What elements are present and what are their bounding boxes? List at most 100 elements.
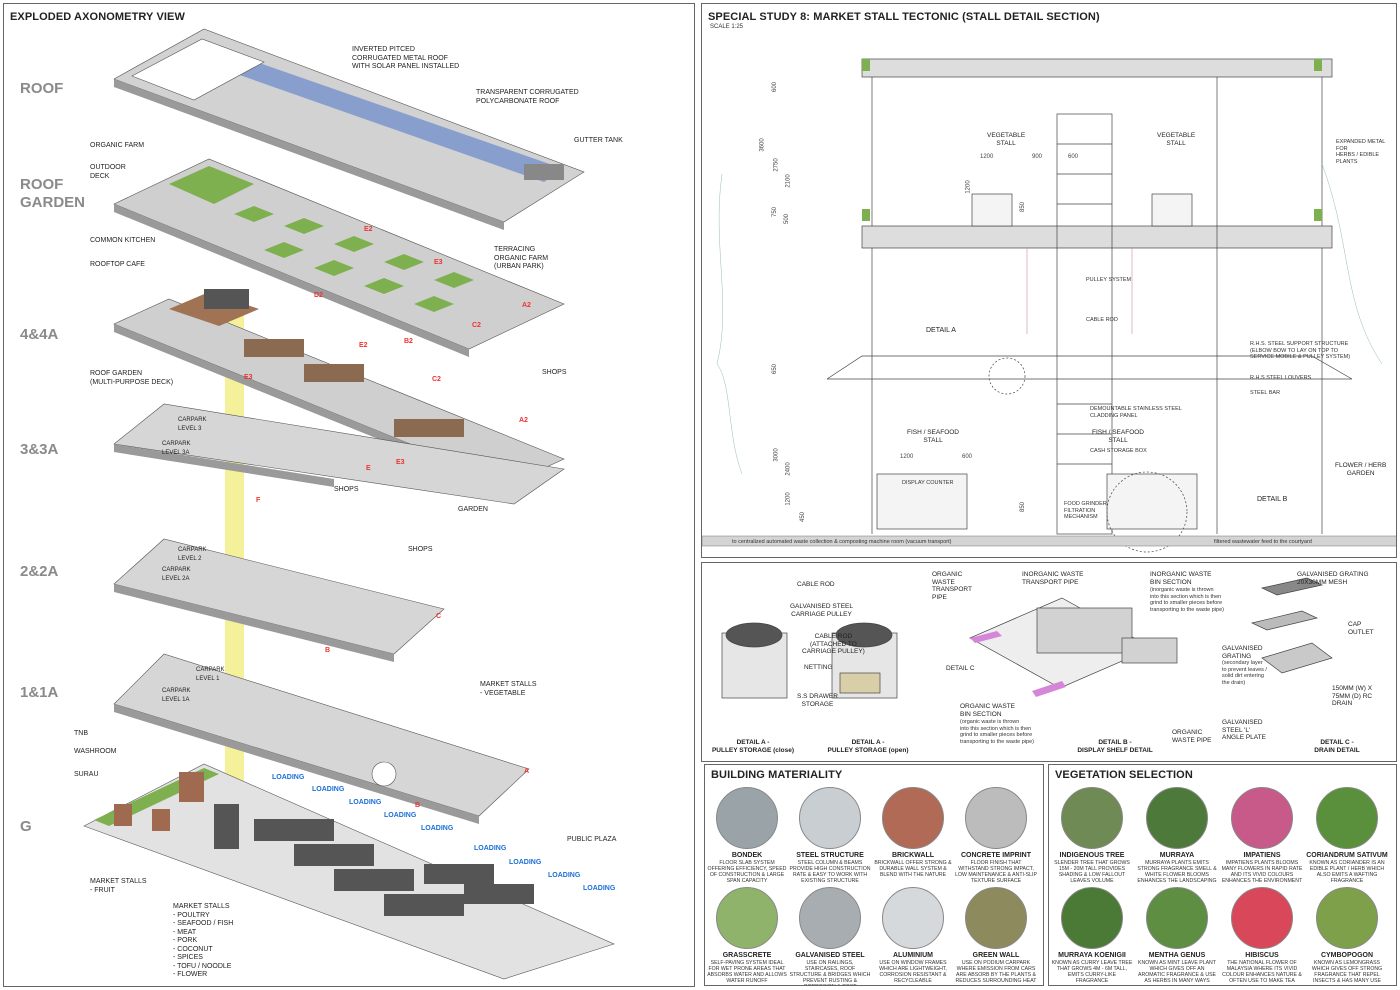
entry-arrow: E2 (364, 226, 373, 233)
material-swatch (716, 887, 778, 949)
loading-label: LOADING (349, 799, 382, 806)
plant-name: MURRAYA KOENIGII (1058, 952, 1126, 959)
plant-name: CYMBOPOGON (1320, 952, 1374, 959)
label-netting: NETTING (804, 664, 833, 671)
label-carpark-2a: CARPARK LEVEL 2A (162, 567, 191, 582)
tag-steel-bar: STEEL BAR (1250, 390, 1281, 396)
label-organic-bin: ORGANIC WASTE BIN SECTION (960, 703, 1016, 718)
material-name: GREEN WALL (972, 952, 1020, 959)
tag-fish-stall: FISH / SEAFOOD STALL (1092, 429, 1145, 444)
dim-label: 2100 (785, 174, 792, 188)
label-inorganic-note: (inorganic waste is thrown into this sec… (1150, 587, 1224, 613)
ground-slab (83, 763, 615, 980)
level-1-slab (113, 653, 530, 824)
details-drawing (721, 577, 1333, 699)
tag-detail-a: DETAIL A (926, 327, 956, 334)
roof-garden-slab (113, 158, 565, 357)
plant-name: IMPATIENS (1243, 852, 1281, 859)
label-organic-note: (organic waste is thrown into this secti… (960, 719, 1034, 745)
loading-label: LOADING (421, 825, 454, 832)
label-organic-pipe: ORGANIC WASTE TRANSPORT PIPE (932, 571, 972, 601)
label-shops-3: SHOPS (334, 486, 359, 493)
dim-label: 650 (772, 363, 779, 375)
plant-desc: KNOWN AS CORIANDER IS AN EDIBLE PLANT / … (1309, 860, 1385, 884)
loading-label: LOADING (384, 812, 417, 819)
entry-arrow: E (366, 465, 371, 472)
level-3-slab (113, 403, 565, 505)
label-shops-4: SHOPS (542, 369, 567, 376)
axonometry-panel: EXPLODED AXONOMETRY VIEW (3, 3, 695, 987)
label-angle-plate: GALVANISED STEEL 'L' ANGLE PLATE (1222, 719, 1266, 741)
label-cap-outlet: CAP OUTLET (1348, 621, 1374, 636)
label-grating: GALVANISED GRATING 20x30mm MESH (1297, 571, 1369, 586)
plant-swatch (1061, 787, 1123, 849)
level-label-4: 4&4A (20, 326, 59, 343)
level-2-slab (113, 538, 445, 662)
material-swatch (882, 887, 944, 949)
label-outdoor-deck: OUTDOOR DECK (90, 164, 126, 180)
entry-arrow: A (524, 768, 530, 775)
axonometry-title: EXPLODED AXONOMETRY VIEW (10, 11, 185, 23)
plant-name: MURRAYA (1159, 852, 1195, 859)
caption-detail-c: DETAIL C - DRAIN DETAIL (1314, 739, 1360, 754)
dim-label: 1200 (980, 154, 994, 160)
label-common-kitchen: COMMON KITCHEN (90, 237, 156, 244)
tag-detail-b: DETAIL B (1257, 496, 1288, 503)
dim-label: 600 (772, 81, 779, 93)
label-transparent-roof: TRANSPARENT CORRUGATED POLYCARBONATE ROO… (476, 89, 579, 105)
tag-cash-box: CASH STORAGE BOX (1090, 448, 1147, 454)
plant-swatch (1316, 787, 1378, 849)
tag-vegetable-stall: VEGETABLE STALL (1157, 132, 1196, 147)
dim-label: 3600 (759, 138, 766, 152)
material-desc: BRICKWALL OFFER STRONG & DURABLE WALL SY… (874, 860, 952, 878)
vegetation-title: VEGETATION SELECTION (1055, 769, 1193, 781)
material-desc: SELF-PAVING SYSTEM IDEAL FOR WET PRONE A… (707, 960, 787, 984)
dim-label: 1200 (900, 454, 914, 460)
dim-label: 850 (1020, 201, 1027, 213)
label-inorganic-pipe: INORGANIC WASTE TRANSPORT PIPE (1022, 571, 1084, 586)
loading-label: LOADING (583, 885, 616, 892)
label-organic-pipe-2: ORGANIC WASTE PIPE (1172, 729, 1212, 744)
dim-label: 2400 (785, 462, 792, 476)
tag-display-counter: DISPLAY COUNTER (902, 480, 954, 486)
entry-arrow: F (256, 497, 261, 504)
material-name: STEEL STRUCTURE (796, 852, 864, 859)
tag-demountable: DEMOUNTABLE STAINLESS STEEL CLADDING PAN… (1090, 406, 1182, 419)
label-rooftop-cafe: ROOFTOP CAFE (90, 261, 145, 268)
loading-label: LOADING (548, 872, 581, 879)
plant-swatch (1146, 887, 1208, 949)
tag-vegetable-stall: VEGETABLE STALL (987, 132, 1026, 147)
label-grating-2: GALVANISED GRATING (1222, 645, 1263, 660)
dim-label: 500 (784, 213, 791, 225)
dim-label: 1200 (965, 180, 972, 194)
material-desc: USE ON RAILINGS, STAIRCASES, ROOF STRUCT… (789, 960, 871, 985)
label-carpark-1a: CARPARK LEVEL 1A (162, 688, 191, 703)
label-organic-farm: ORGANIC FARM (90, 142, 145, 149)
tag-food-grinder: FOOD GRINDER FILTRATION MECHANISM (1064, 501, 1107, 520)
dim-label: 1200 (785, 492, 792, 506)
plant-desc: KNOWN AS MINT LEAVE PLANT WHICH GIVES OF… (1137, 960, 1216, 984)
label-drain: 150mm (W) x 75mm (D) RC DRAIN (1332, 685, 1373, 707)
label-drawer: S.S DRAWER STORAGE (797, 693, 838, 708)
plant-desc: THE NATIONAL FLOWER OF MALAYSIA WHERE IT… (1222, 960, 1302, 984)
label-detail-c: DETAIL C (946, 665, 975, 672)
entry-arrow: E3 (244, 374, 253, 381)
tag-pulley-system: PULLEY SYSTEM (1086, 277, 1132, 283)
label-inorganic-bin: INORGANIC WASTE BIN SECTION (1150, 571, 1212, 586)
material-name: BONDEK (731, 852, 763, 859)
dim-label: 900 (1032, 154, 1043, 160)
level-label-3: 3&3A (20, 441, 59, 458)
section-scale: SCALE 1:25 (710, 24, 744, 30)
dim-label: 600 (962, 454, 973, 460)
